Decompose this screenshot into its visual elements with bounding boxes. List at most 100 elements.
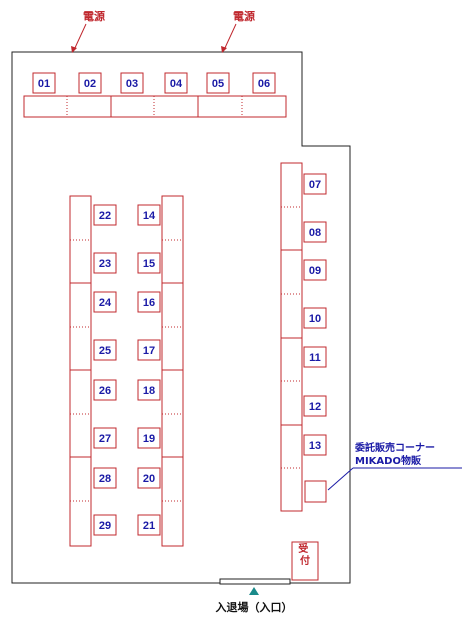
booth-25: 25 <box>93 339 117 361</box>
booth-tag-frame <box>303 221 327 243</box>
booth-number: 27 <box>99 433 111 445</box>
booth-tag-frame <box>93 291 117 313</box>
booth-tag-frame <box>120 72 144 94</box>
booth-tag-frame <box>93 379 117 401</box>
booth-tag-frame <box>93 514 117 536</box>
booth-12: 12 <box>303 395 327 417</box>
booth-tag-frame <box>137 291 161 313</box>
booth-17: 17 <box>137 339 161 361</box>
booth-24: 24 <box>93 291 117 313</box>
booth-tag-frame <box>137 467 161 489</box>
entrance-arrow-icon <box>249 587 259 595</box>
booth-number: 06 <box>258 78 270 90</box>
booth-number: 12 <box>309 401 321 413</box>
booth-tag-frame <box>137 514 161 536</box>
booth-number: 20 <box>143 473 155 485</box>
booth-tag-frame <box>93 204 117 226</box>
booth-tag-frame <box>137 379 161 401</box>
booth-number: 25 <box>99 345 111 357</box>
booth-16: 16 <box>137 291 161 313</box>
booth-number: 16 <box>143 297 155 309</box>
booth-number: 04 <box>170 78 183 90</box>
booth-tag-frame <box>93 427 117 449</box>
booth-tag-frame <box>164 72 188 94</box>
reception-box <box>291 541 319 581</box>
booth-21: 21 <box>137 514 161 536</box>
power-arrowhead-icon <box>71 46 77 53</box>
booth-number: 10 <box>309 313 321 325</box>
power-arrow-icon <box>73 23 87 51</box>
power-arrow-icon <box>223 23 237 51</box>
booth-number: 03 <box>126 78 138 90</box>
booth-tag-frame <box>303 173 327 195</box>
booth-tag-frame <box>93 339 117 361</box>
booth-tag-frame <box>303 346 327 368</box>
booth-tag-frame <box>32 72 56 94</box>
booth-number: 29 <box>99 520 111 532</box>
booth-number: 24 <box>99 297 112 309</box>
booth-number: 01 <box>38 78 50 90</box>
right-table <box>280 162 303 512</box>
booth-number: 08 <box>309 227 321 239</box>
booth-number: 28 <box>99 473 111 485</box>
booth-10: 10 <box>303 307 327 329</box>
booth-tag-frame <box>93 467 117 489</box>
top-row-booths: 01 02 03 04 05 06 <box>23 72 287 118</box>
booth-tag-frame <box>252 72 276 94</box>
entrance-label: 入退場（入口） <box>216 600 293 614</box>
booth-tag-frame <box>137 339 161 361</box>
booth-tag-frame <box>78 72 102 94</box>
booth-tag-frame <box>137 427 161 449</box>
booth-03: 03 <box>120 72 144 94</box>
booth-26: 26 <box>93 379 117 401</box>
booth-tag-frame <box>206 72 230 94</box>
booth-08: 08 <box>303 221 327 243</box>
reception-label: 受 付 <box>298 542 311 567</box>
consignment-label-line1: 委託販売コーナー <box>354 441 435 454</box>
booth-04: 04 <box>164 72 188 94</box>
top-table <box>23 95 287 118</box>
booth-29: 29 <box>93 514 117 536</box>
consignment-booth <box>304 480 327 503</box>
booth-number: 17 <box>143 345 155 357</box>
booth-02: 02 <box>78 72 102 94</box>
booth-tag-frame <box>303 434 327 456</box>
booth-28: 28 <box>93 467 117 489</box>
power-label: 電源 <box>83 9 105 23</box>
booth-18: 18 <box>137 379 161 401</box>
booth-09: 09 <box>303 259 327 281</box>
booth-number: 07 <box>309 179 321 191</box>
reception: 受 付 <box>291 541 319 581</box>
power-outlet-right: 電源 <box>221 9 255 53</box>
booth-06: 06 <box>252 72 276 94</box>
center-table <box>161 195 184 547</box>
booth-tag-frame <box>303 395 327 417</box>
booth-27: 27 <box>93 427 117 449</box>
booth-number: 18 <box>143 385 155 397</box>
booth-19: 19 <box>137 427 161 449</box>
power-label: 電源 <box>233 9 255 23</box>
entrance-door <box>219 578 291 585</box>
power-arrowhead-icon <box>221 46 227 53</box>
booth-number: 26 <box>99 385 111 397</box>
booth-tag-frame <box>303 307 327 329</box>
power-outlet-left: 電源 <box>71 9 105 53</box>
booth-number: 21 <box>143 520 155 532</box>
venue-wall <box>11 51 351 584</box>
booth-07: 07 <box>303 173 327 195</box>
booth-tag-frame <box>137 252 161 274</box>
booth-number: 19 <box>143 433 155 445</box>
booth-number: 13 <box>309 440 321 452</box>
booth-number: 14 <box>143 210 156 222</box>
booth-tag-frame <box>303 259 327 281</box>
booth-20: 20 <box>137 467 161 489</box>
booth-number: 02 <box>84 78 96 90</box>
booth-22: 22 <box>93 204 117 226</box>
booth-05: 05 <box>206 72 230 94</box>
consignment-pointer <box>327 467 354 491</box>
booth-14: 14 <box>137 204 161 226</box>
booth-tag-frame <box>93 252 117 274</box>
